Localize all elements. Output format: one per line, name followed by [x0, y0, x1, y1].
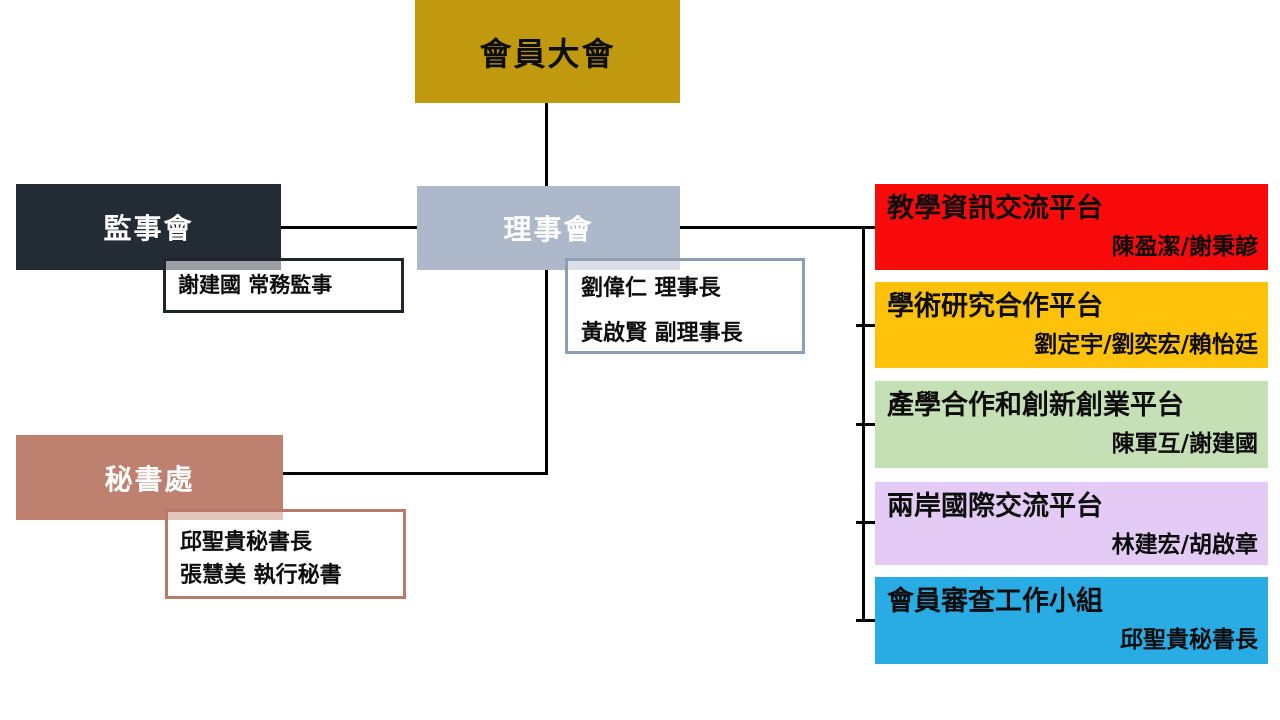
assembly-box: 會員大會 — [415, 0, 680, 103]
board-detail-line: 劉偉仁 理事長 — [581, 276, 721, 301]
connector-stub-platform-3 — [856, 423, 875, 426]
secretariat-detail-line: 邱聖貴秘書長 — [180, 530, 313, 555]
platform-members: 陳盈潔/謝秉諺 — [1111, 234, 1258, 261]
connector-supervisors-to-board — [281, 226, 417, 229]
board-detail-box: 劉偉仁 理事長 黃啟賢 副理事長 — [565, 258, 805, 354]
platform-title: 學術研究合作平台 — [887, 291, 1103, 322]
secretariat-detail-line: 張慧美 執行秘書 — [180, 563, 342, 588]
platform-title: 兩岸國際交流平台 — [887, 491, 1103, 522]
platform-box-industry-innovation: 產學合作和創新創業平台 陳軍互/謝建國 — [875, 381, 1268, 468]
supervisors-detail-text: 謝建國 常務監事 — [178, 273, 333, 297]
platform-members: 陳軍互/謝建國 — [1111, 431, 1258, 458]
platform-box-member-review: 會員審查工作小組 邱聖貴秘書長 — [875, 577, 1268, 664]
platform-title: 會員審查工作小組 — [887, 586, 1103, 617]
platform-members: 劉定宇/劉奕宏/賴怡廷 — [1034, 332, 1258, 359]
platform-box-cross-strait-intl: 兩岸國際交流平台 林建宏/胡啟章 — [875, 482, 1268, 565]
platform-box-academic-research: 學術研究合作平台 劉定宇/劉奕宏/賴怡廷 — [875, 282, 1268, 368]
connector-stub-platform-5 — [856, 619, 875, 622]
supervisors-label: 監事會 — [103, 212, 194, 245]
board-label: 理事會 — [503, 213, 594, 246]
connector-board-down — [545, 270, 548, 475]
assembly-label: 會員大會 — [479, 34, 616, 73]
supervisors-box: 監事會 — [16, 184, 281, 270]
platform-title: 產學合作和創新創業平台 — [887, 390, 1184, 421]
platform-title: 教學資訊交流平台 — [887, 193, 1103, 224]
connector-board-to-platforms — [680, 226, 875, 229]
connector-assembly-to-board — [545, 103, 548, 186]
connector-to-secretariat — [283, 472, 548, 475]
board-box: 理事會 — [417, 186, 680, 270]
connector-stub-platform-4 — [856, 521, 875, 524]
secretariat-label: 秘書處 — [104, 462, 195, 496]
secretariat-box: 秘書處 — [16, 435, 283, 520]
board-detail-line: 黃啟賢 副理事長 — [581, 321, 743, 346]
platform-box-teaching-info: 教學資訊交流平台 陳盈潔/謝秉諺 — [875, 184, 1268, 270]
platform-members: 林建宏/胡啟章 — [1111, 532, 1258, 559]
supervisors-detail-box: 謝建國 常務監事 — [163, 258, 404, 313]
platform-members: 邱聖貴秘書長 — [1120, 627, 1258, 654]
connector-stub-platform-2 — [856, 324, 875, 327]
secretariat-detail-box: 邱聖貴秘書長 張慧美 執行秘書 — [165, 509, 406, 599]
